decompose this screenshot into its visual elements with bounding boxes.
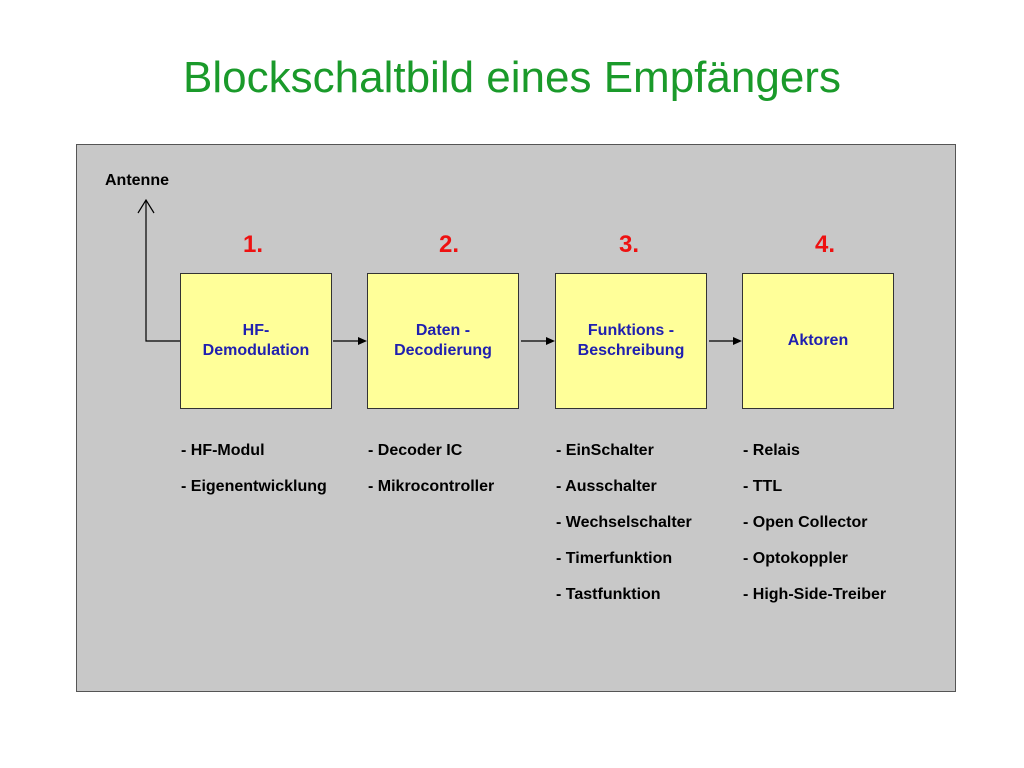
block-label: Daten - Decodierung [394, 322, 492, 359]
antenna-arrowhead [137, 198, 155, 214]
step-number-1: 1. [242, 231, 263, 258]
list-item: - Optokoppler [743, 550, 848, 567]
diagram-panel: Antenne 1. 2. 3. 4. HF- Demodulation Dat… [76, 144, 956, 692]
list-item: - Wechselschalter [556, 514, 692, 531]
step-number-3: 3. [618, 231, 639, 258]
list-decoder: - Decoder IC - Mikrocontroller [368, 442, 538, 514]
block-label: HF- Demodulation [202, 322, 310, 359]
arrow-2-3 [546, 337, 555, 345]
list-item: - Tastfunktion [556, 586, 661, 603]
list-item: - Mikrocontroller [368, 478, 495, 495]
list-item: - Timerfunktion [556, 550, 673, 567]
antenna-line [145, 200, 180, 342]
step-number-2: 2. [438, 231, 459, 258]
arrow-1-2 [358, 337, 367, 345]
list-item: - EinSchalter [556, 442, 654, 459]
list-funktionen: - EinSchalter - Ausschalter - Wechselsch… [556, 442, 721, 622]
block-funktions-beschreibung: Funktions - Beschreibung [555, 273, 707, 409]
list-item: - Ausschalter [556, 478, 657, 495]
arrow-3-4 [733, 337, 742, 345]
list-item: - TTL [743, 478, 783, 495]
list-hf: - HF-Modul - Eigenentwicklung [181, 442, 341, 514]
list-item: - Decoder IC [368, 442, 463, 459]
antenna-label: Antenne [105, 172, 169, 189]
block-label: Aktoren [787, 332, 849, 349]
step-number-4: 4. [814, 231, 835, 258]
list-item: - Open Collector [743, 514, 868, 531]
list-item: - HF-Modul [181, 442, 265, 459]
block-aktoren: Aktoren [742, 273, 894, 409]
slide-title: Blockschaltbild eines Empfängers [183, 53, 841, 102]
list-item: - Eigenentwicklung [181, 478, 327, 495]
list-item: - High-Side-Treiber [743, 586, 887, 603]
list-item: - Relais [743, 442, 800, 459]
list-aktoren: - Relais - TTL - Open Collector - Optoko… [743, 442, 943, 622]
connector-lines [137, 198, 742, 345]
block-label: Funktions - Beschreibung [577, 322, 685, 359]
block-hf-demodulation: HF- Demodulation [180, 273, 332, 409]
block-daten-decodierung: Daten - Decodierung [367, 273, 519, 409]
